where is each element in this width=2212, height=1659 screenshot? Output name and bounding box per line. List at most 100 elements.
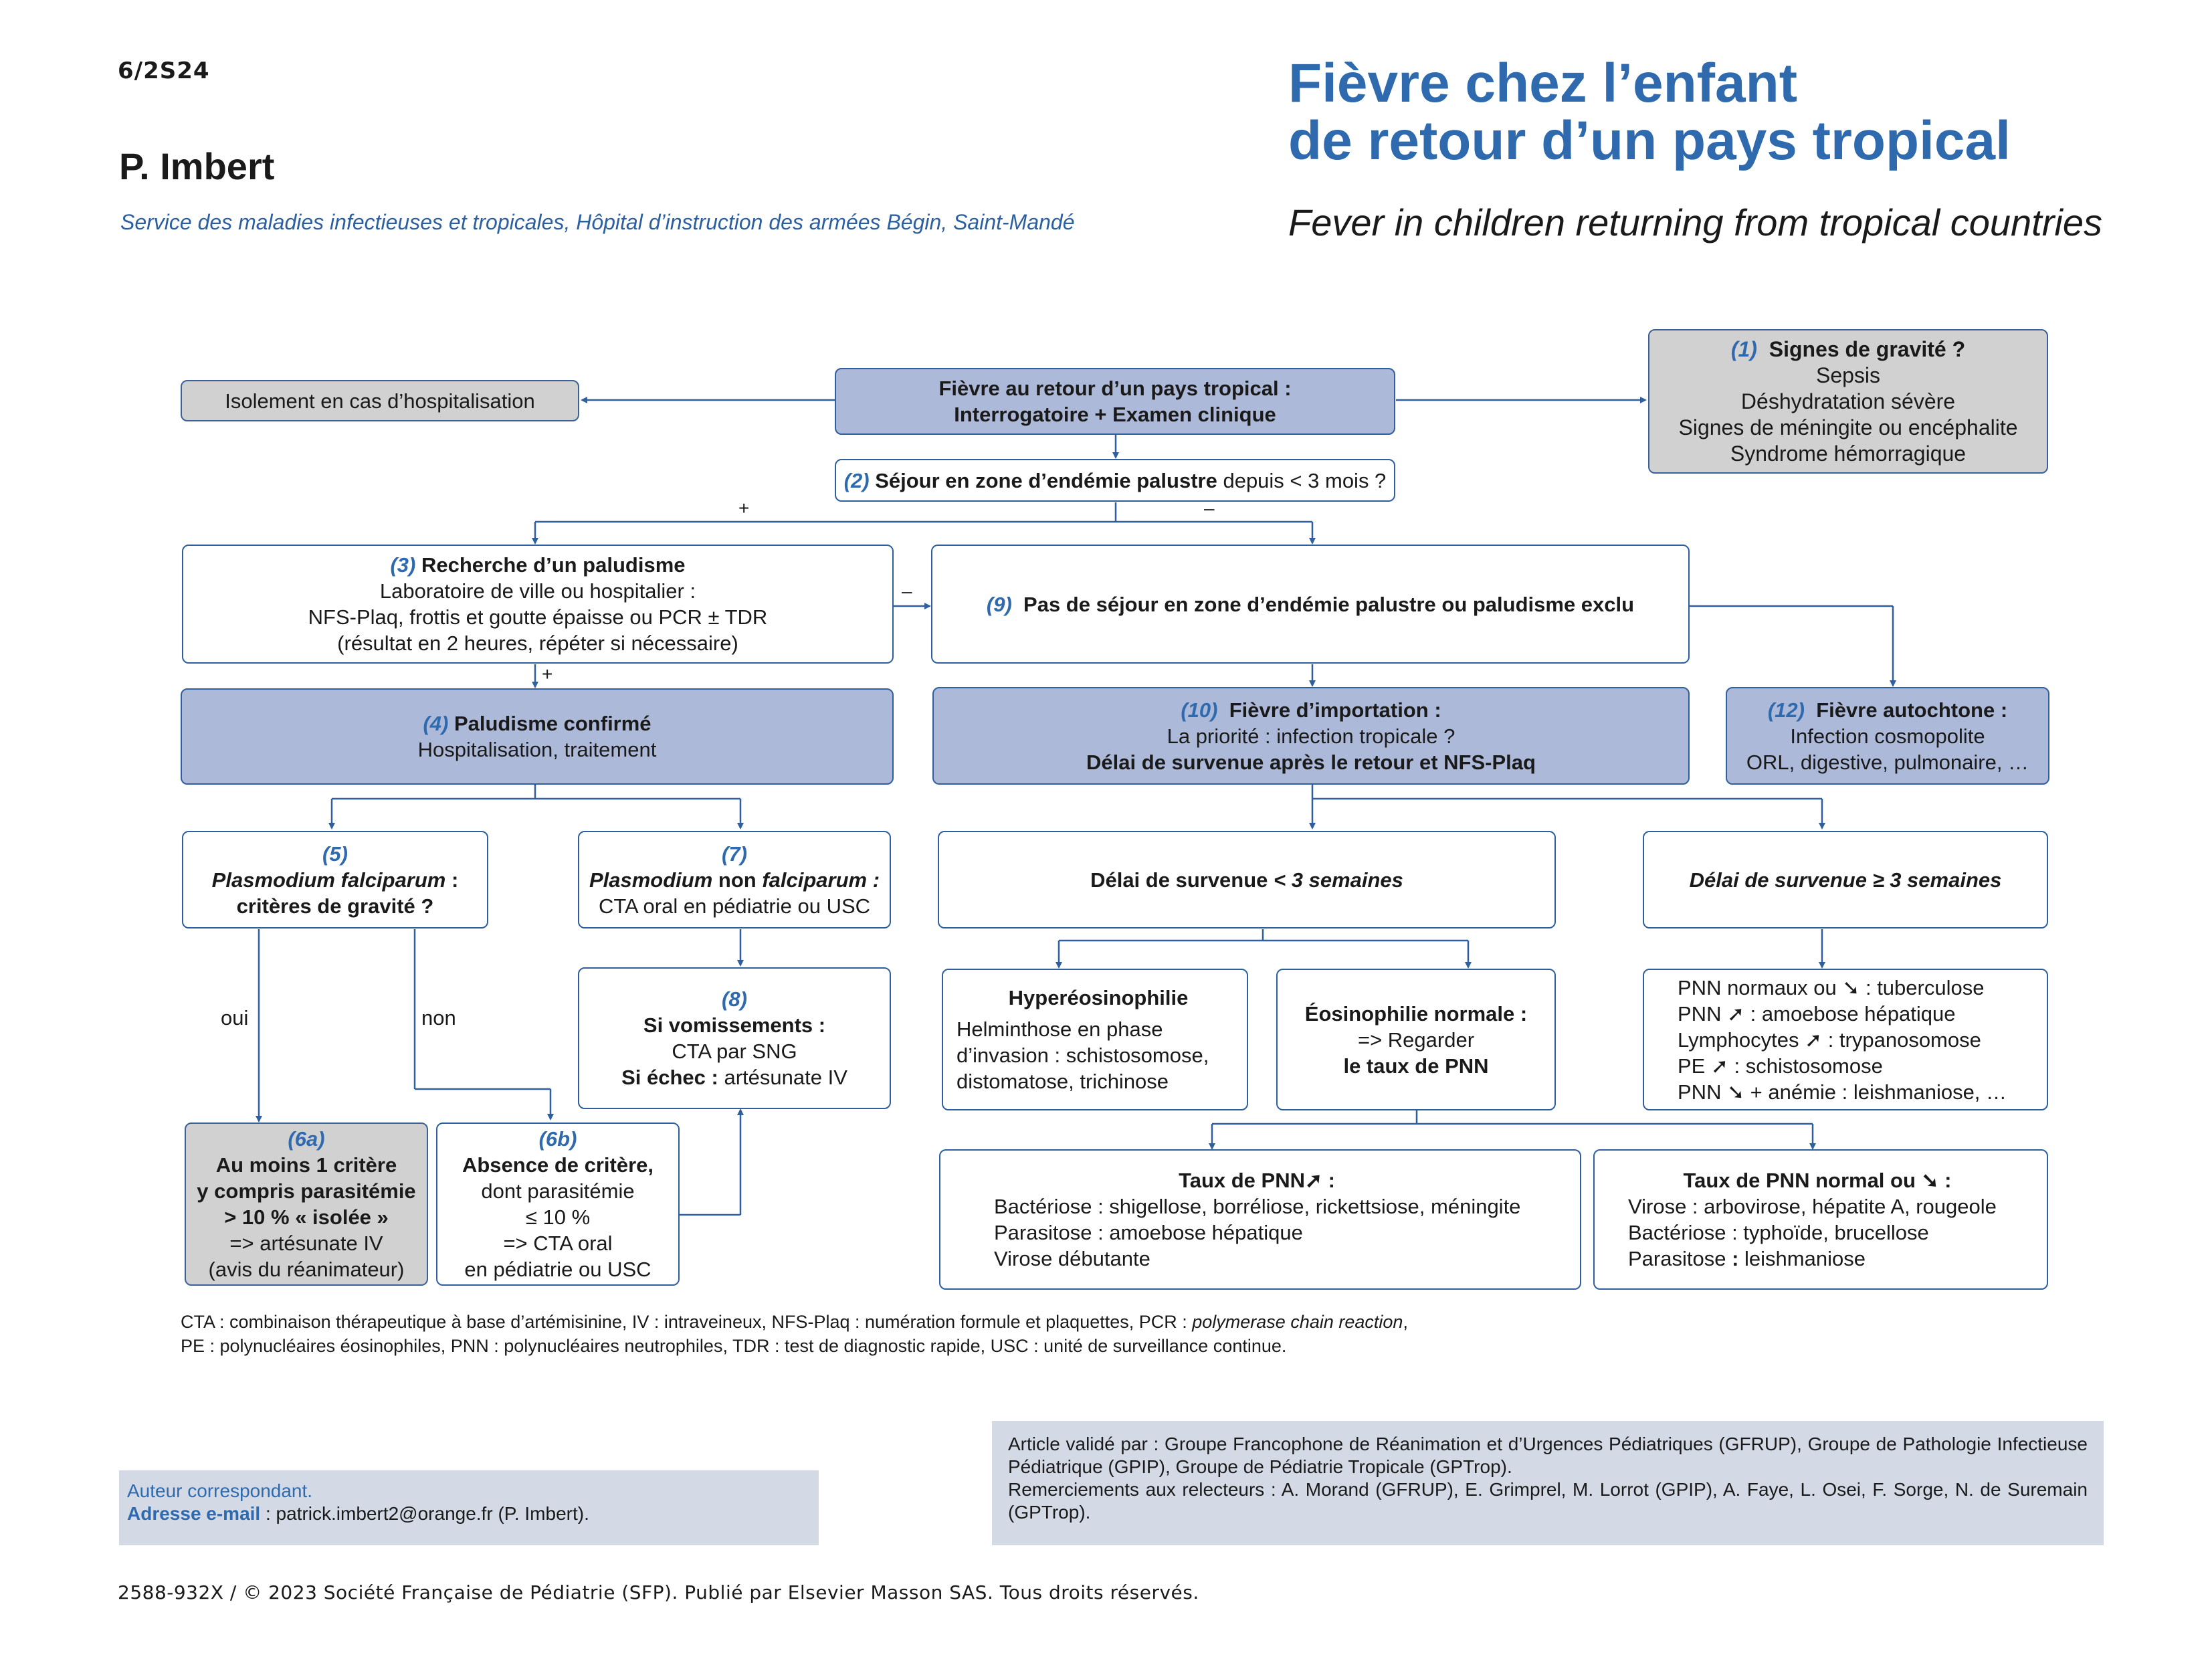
high-pnn-title: Taux de PNN➚ : xyxy=(1179,1169,1335,1192)
severe-malaria-line: y compris parasitémie xyxy=(197,1179,416,1203)
normal-eosinophilia-line: le taux de PNN xyxy=(1343,1054,1489,1078)
non-severe-line: en pédiatrie ou USC xyxy=(464,1258,651,1281)
falciparum-num: (5) xyxy=(322,842,348,866)
imported-fever-line: Délai de survenue après le retour et NFS… xyxy=(1086,750,1536,774)
normal-pnn-title: Taux de PNN normal ou ➘ : xyxy=(1683,1169,1952,1192)
malaria-search-line: (résultat en 2 heures, répéter si nécess… xyxy=(337,631,738,655)
malaria-search-title: (3) Recherche d’un paludisme xyxy=(390,553,686,577)
long-delay-box: Délai de survenue ≥ 3 semaines xyxy=(1643,831,2048,929)
autochthonous-fever-box: (12) Fièvre autochtone : Infection cosmo… xyxy=(1726,687,2049,785)
endemic-stay-text: (2) Séjour en zone d’endémie palustre de… xyxy=(843,468,1387,492)
severe-malaria-line: > 10 % « isolée » xyxy=(224,1205,389,1229)
normal-eosinophilia-title: Éosinophilie normale : xyxy=(1304,1001,1528,1026)
imported-fever-title: (10) Fièvre d’importation : xyxy=(1181,698,1441,722)
branch-minus-label: – xyxy=(1204,498,1215,518)
branch-minus-label-2: – xyxy=(902,581,912,601)
normal-eosinophilia-line: => Regarder xyxy=(1357,1028,1475,1052)
confirmed-malaria-line: Hospitalisation, traitement xyxy=(417,738,657,761)
non-falciparum-title: Plasmodium non falciparum : xyxy=(589,868,880,892)
late-fever-item: PNN normaux ou ➘ : tuberculose xyxy=(1678,975,1985,999)
hypereosinophilia-line: distomatose, trichinose xyxy=(957,1070,1169,1093)
corresponding-author-email: Adresse e-mail : patrick.imbert2@orange.… xyxy=(127,1503,589,1524)
abbreviations-line-1: CTA : combinaison thérapeutique à base d… xyxy=(181,1312,1408,1332)
late-fever-item: PNN ➘ + anémie : leishmaniose, … xyxy=(1678,1080,2007,1104)
severe-malaria-box: (6a) Au moins 1 critère y compris parasi… xyxy=(185,1123,428,1286)
start-box: Fièvre au retour d’un pays tropical : In… xyxy=(835,368,1395,435)
validation-box: Article validé par : Groupe Francophone … xyxy=(992,1421,2104,1545)
short-delay-box: Délai de survenue < 3 semaines xyxy=(938,831,1556,929)
non-severe-line: => CTA oral xyxy=(503,1232,613,1255)
branch-oui-label: oui xyxy=(221,1006,249,1030)
non-severe-num: (6b) xyxy=(538,1127,577,1151)
falciparum-title: Plasmodium falciparum : xyxy=(211,868,459,892)
author-affiliation: Service des maladies infectieuses et tro… xyxy=(120,210,1075,234)
autochthonous-line: Infection cosmopolite xyxy=(1790,724,1985,748)
late-fever-causes-box: PNN normaux ou ➘ : tuberculose PNN ➚ : a… xyxy=(1643,969,2048,1110)
corresponding-author-box: Auteur correspondant. Adresse e-mail : p… xyxy=(119,1470,819,1545)
title-line-1: Fièvre chez l’enfant xyxy=(1288,53,1798,114)
hypereosinophilia-title: Hyperéosinophilie xyxy=(1008,986,1189,1009)
article-subtitle: Fever in children returning from tropica… xyxy=(1288,201,2102,243)
high-pnn-line: Bactériose : shigellose, borréliose, ric… xyxy=(994,1195,1521,1218)
title-line-2: de retour d’un pays tropical xyxy=(1288,110,2011,171)
autochthonous-line: ORL, digestive, pulmonaire, … xyxy=(1746,750,2029,774)
abbreviations-note: CTA : combinaison thérapeutique à base d… xyxy=(181,1310,1408,1358)
no-malaria-box: (9) Pas de séjour en zone d’endémie palu… xyxy=(931,545,1690,664)
branch-non-label: non xyxy=(421,1006,456,1030)
severity-item: Sepsis xyxy=(1815,363,1881,387)
reviewers-thanks: Remerciements aux relecteurs : A. Morand… xyxy=(1008,1479,2088,1523)
normal-eosinophilia-box: Éosinophilie normale : => Regarder le ta… xyxy=(1276,969,1556,1110)
late-fever-item: PNN ➚ : amoebose hépatique xyxy=(1678,1001,1956,1026)
non-severe-malaria-box: (6b) Absence de critère, dont parasitémi… xyxy=(436,1123,680,1286)
vomiting-num: (8) xyxy=(722,987,747,1011)
late-fever-item: Lymphocytes ➚ : trypanosomose xyxy=(1678,1028,1981,1052)
page-code: 6/2S24 xyxy=(118,58,210,84)
normal-pnn-line: Bactériose : typhoïde, brucellose xyxy=(1628,1221,1929,1244)
falciparum-box: (5) Plasmodium falciparum : critères de … xyxy=(182,831,488,929)
non-falciparum-num: (7) xyxy=(722,842,747,866)
severe-malaria-num: (6a) xyxy=(288,1127,325,1151)
hypereosinophilia-line: d’invasion : schistosomose, xyxy=(957,1044,1209,1067)
validation-text: Article validé par : Groupe Francophone … xyxy=(1008,1434,2088,1477)
start-line-1: Fièvre au retour d’un pays tropical : xyxy=(938,377,1292,400)
normal-pnn-line: Virose : arbovirose, hépatite A, rougeol… xyxy=(1628,1195,1997,1218)
severity-title: (1) Signes de gravité ? xyxy=(1730,336,1966,361)
severe-malaria-line: (avis du réanimateur) xyxy=(208,1258,405,1281)
severity-signs-box: (1) Signes de gravité ? Sepsis Déshydrat… xyxy=(1648,329,2048,474)
corresponding-author-title: Auteur correspondant. xyxy=(127,1480,313,1501)
normal-pnn-line: Parasitose : leishmaniose xyxy=(1628,1247,1866,1270)
author-name: P. Imbert xyxy=(119,145,275,187)
hypereosinophilia-line: Helminthose en phase xyxy=(957,1017,1163,1041)
non-severe-line: dont parasitémie xyxy=(481,1179,635,1203)
non-falciparum-line: CTA oral en pédiatrie ou USC xyxy=(598,894,871,918)
severity-item: Syndrome hémorragique xyxy=(1730,441,1967,466)
copyright: 2588-932X / © 2023 Société Française de … xyxy=(118,1581,1199,1603)
article-title: Fièvre chez l’enfant de retour d’un pays… xyxy=(1288,55,2011,170)
normal-pnn-box: Taux de PNN normal ou ➘ : Virose : arbov… xyxy=(1593,1149,2048,1290)
no-malaria-text: (9) Pas de séjour en zone d’endémie palu… xyxy=(986,592,1635,616)
severe-malaria-line: => artésunate IV xyxy=(229,1232,383,1255)
high-pnn-line: Parasitose : amoebose hépatique xyxy=(994,1221,1303,1244)
vomiting-line: CTA par SNG xyxy=(672,1040,797,1063)
isolation-text: Isolement en cas d’hospitalisation xyxy=(225,389,535,413)
branch-plus-label: + xyxy=(738,498,750,518)
malaria-search-line: NFS-Plaq, frottis et goutte épaisse ou P… xyxy=(308,605,768,629)
severe-malaria-line: Au moins 1 critère xyxy=(215,1153,397,1177)
imported-fever-box: (10) Fièvre d’importation : La priorité … xyxy=(932,687,1690,785)
start-line-2: Interrogatoire + Examen clinique xyxy=(954,403,1276,426)
vomiting-box: (8) Si vomissements : CTA par SNG Si éch… xyxy=(578,967,891,1109)
non-falciparum-box: (7) Plasmodium non falciparum : CTA oral… xyxy=(578,831,891,929)
hypereosinophilia-box: Hyperéosinophilie Helminthose en phase d… xyxy=(942,969,1248,1110)
high-pnn-line: Virose débutante xyxy=(994,1247,1150,1270)
malaria-search-box: (3) Recherche d’un paludisme Laboratoire… xyxy=(182,545,894,664)
non-severe-line: ≤ 10 % xyxy=(525,1205,591,1229)
high-pnn-box: Taux de PNN➚ : Bactériose : shigellose, … xyxy=(939,1149,1581,1290)
late-fever-item: PE ➚ : schistosomose xyxy=(1678,1054,1883,1078)
vomiting-title: Si vomissements : xyxy=(643,1013,826,1037)
vomiting-failure: Si échec : artésunate IV xyxy=(621,1066,847,1089)
severity-item: Signes de méningite ou encéphalite xyxy=(1678,415,2018,440)
malaria-search-line: Laboratoire de ville ou hospitalier : xyxy=(379,579,696,603)
imported-fever-line: La priorité : infection tropicale ? xyxy=(1167,724,1455,748)
confirmed-malaria-title: (4) Paludisme confirmé xyxy=(423,712,651,735)
